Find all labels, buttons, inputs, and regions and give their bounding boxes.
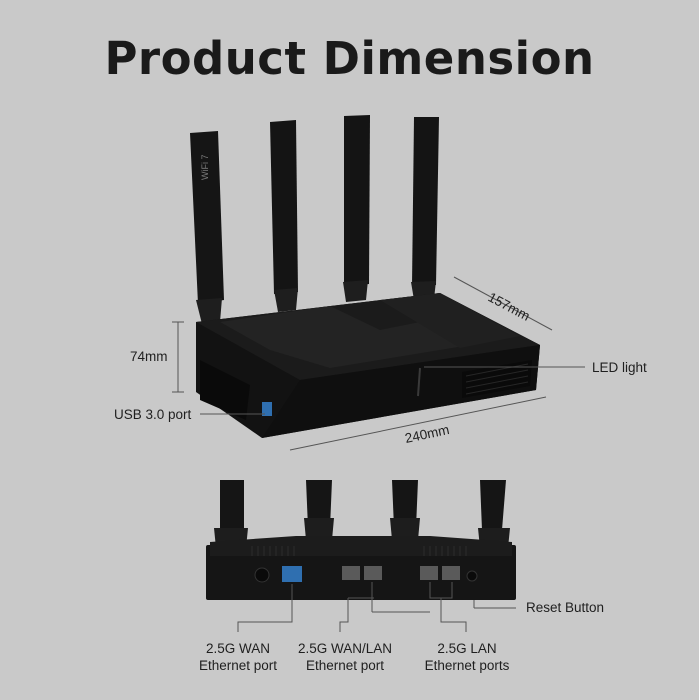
led-indicator [417, 367, 421, 397]
lan-ports-line1: 2.5G LAN [437, 641, 497, 656]
router-front-view: WiFi 7 [190, 115, 540, 438]
router-rear-view [206, 480, 516, 600]
wan-lan-port-2 [364, 566, 382, 580]
antenna-badge: WiFi 7 [200, 155, 210, 181]
antenna-1 [190, 131, 224, 324]
lan-port-1 [420, 566, 438, 580]
lan-ports-line2: Ethernet ports [424, 658, 510, 673]
led-light-label: LED light [592, 360, 647, 375]
height-dimension: 74mm [130, 349, 168, 364]
lan-port-2 [442, 566, 460, 580]
usb-port [262, 402, 272, 416]
reset-button [466, 570, 478, 582]
wan-port [282, 566, 302, 582]
wan-port-line2: Ethernet port [198, 658, 278, 673]
wan-lan-port-1 [342, 566, 360, 580]
rear-callout-lines [237, 582, 516, 632]
wan-lan-port-line2: Ethernet port [305, 658, 385, 673]
usb-port-label: USB 3.0 port [114, 407, 192, 422]
antenna-3 [343, 115, 370, 302]
rear-panel [206, 545, 516, 600]
dc-power-jack [254, 567, 270, 583]
wan-lan-port-line1: 2.5G WAN/LAN [297, 641, 393, 656]
antenna-2 [270, 120, 298, 312]
wan-port-line1: 2.5G WAN [205, 641, 270, 656]
antenna-4 [411, 117, 439, 300]
side-vent [200, 360, 250, 420]
front-vent [462, 360, 532, 398]
dimension-lines [172, 276, 585, 451]
wan-lan-port-label: 2.5G WAN/LAN Ethernet port [286, 640, 404, 674]
wan-port-label: 2.5G WAN Ethernet port [186, 640, 290, 674]
page-title: Product Dimension [104, 32, 595, 85]
lan-ports-label: 2.5G LAN Ethernet ports [414, 640, 520, 674]
reset-button-label: Reset Button [526, 600, 605, 615]
depth-dimension: 157mm [486, 289, 533, 323]
